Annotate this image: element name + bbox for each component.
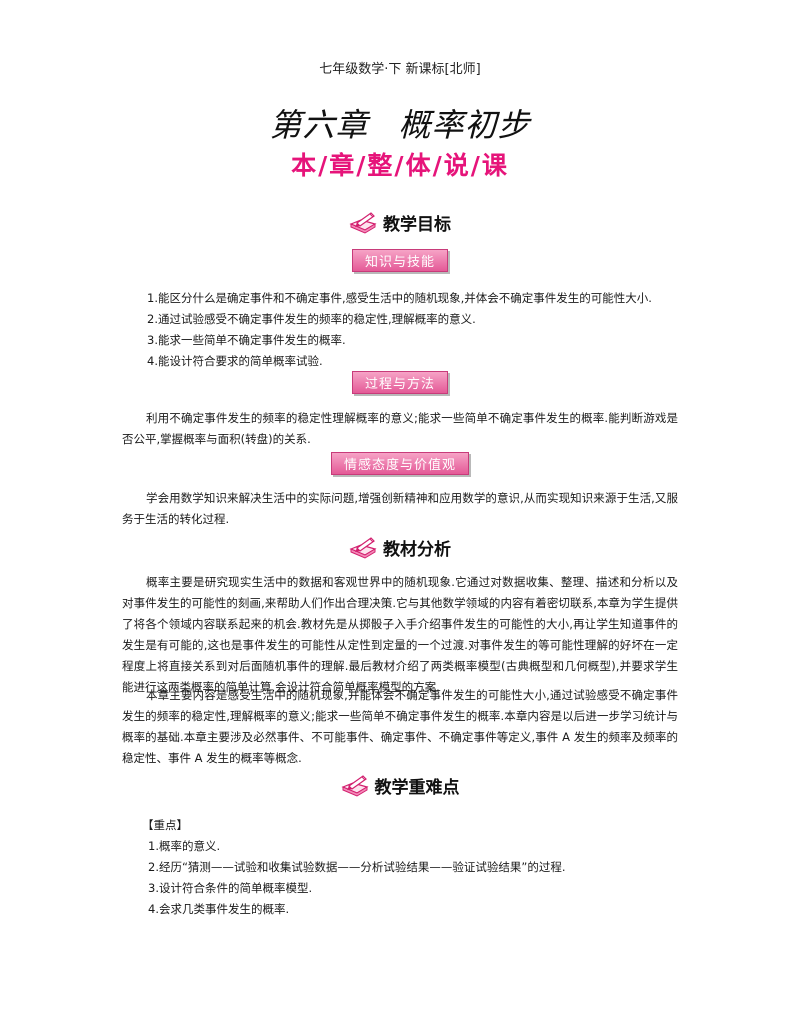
running-header: 七年级数学·下 新课标[北师] [319,62,481,77]
analysis-paragraph-2: 本章主要内容是感受生活中的随机现象,并能体会不确定事件发生的可能性大小,通过试验… [122,688,678,765]
list-item: 2.通过试验感受不确定事件发生的频率的稳定性,理解概率的意义. [147,312,476,326]
section-heading-keypoints: 教学重难点 [0,773,800,798]
pen-on-book-icon [350,211,376,234]
section-title: 教学目标 [383,215,451,235]
section-heading-analysis: 教材分析 [0,535,800,560]
tag-knowledge: 知识与技能 [0,249,800,272]
tag-label: 过程与方法 [351,371,448,394]
section-title: 教材分析 [383,540,451,560]
knowledge-list: 1.能区分什么是确定事件和不确定事件,感受生活中的随机现象,并体会不确定事件发生… [147,288,652,372]
list-item: 2.经历“猜测——试验和收集试验数据——分析试验结果——验证试验结果”的过程. [148,860,566,874]
keypoints-list: 【重点】 1.概率的意义. 2.经历“猜测——试验和收集试验数据——分析试验结果… [142,815,566,920]
chapter-title: 第六章概率初步 [0,100,800,146]
chapter-name: 概率初步 [398,106,531,144]
pen-on-book-icon [350,536,376,559]
tag-label: 知识与技能 [351,249,448,272]
list-item: 1.能区分什么是确定事件和不确定事件,感受生活中的随机现象,并体会不确定事件发生… [147,291,652,305]
keypoints-label: 【重点】 [142,818,188,832]
list-item: 1.概率的意义. [148,839,221,853]
attitude-paragraph: 学会用数学知识来解决生活中的实际问题,增强创新精神和应用数学的意识,从而实现知识… [122,491,678,526]
tag-label: 情感态度与价值观 [330,452,469,475]
list-item: 3.设计符合条件的简单概率模型. [148,881,313,895]
tag-process: 过程与方法 [0,371,800,394]
chapter-number: 第六章 [269,106,369,144]
section-heading-goals: 教学目标 [0,210,800,235]
pen-on-book-icon [341,774,368,797]
list-item: 3.能求一些简单不确定事件发生的概率. [147,333,346,347]
process-paragraph: 利用不确定事件发生的频率的稳定性理解概率的意义;能求一些简单不确定事件发生的概率… [122,411,678,446]
list-item: 4.会求几类事件发生的概率. [148,902,290,916]
chapter-subtitle: 本/章/整/体/说/课 [291,151,509,180]
tag-attitude: 情感态度与价值观 [0,452,800,475]
section-title: 教学重难点 [374,778,460,798]
analysis-paragraph-1: 概率主要是研究现实生活中的数据和客观世界中的随机现象.它通过对数据收集、整理、描… [122,575,678,694]
list-item: 4.能设计符合要求的简单概率试验. [147,354,323,368]
